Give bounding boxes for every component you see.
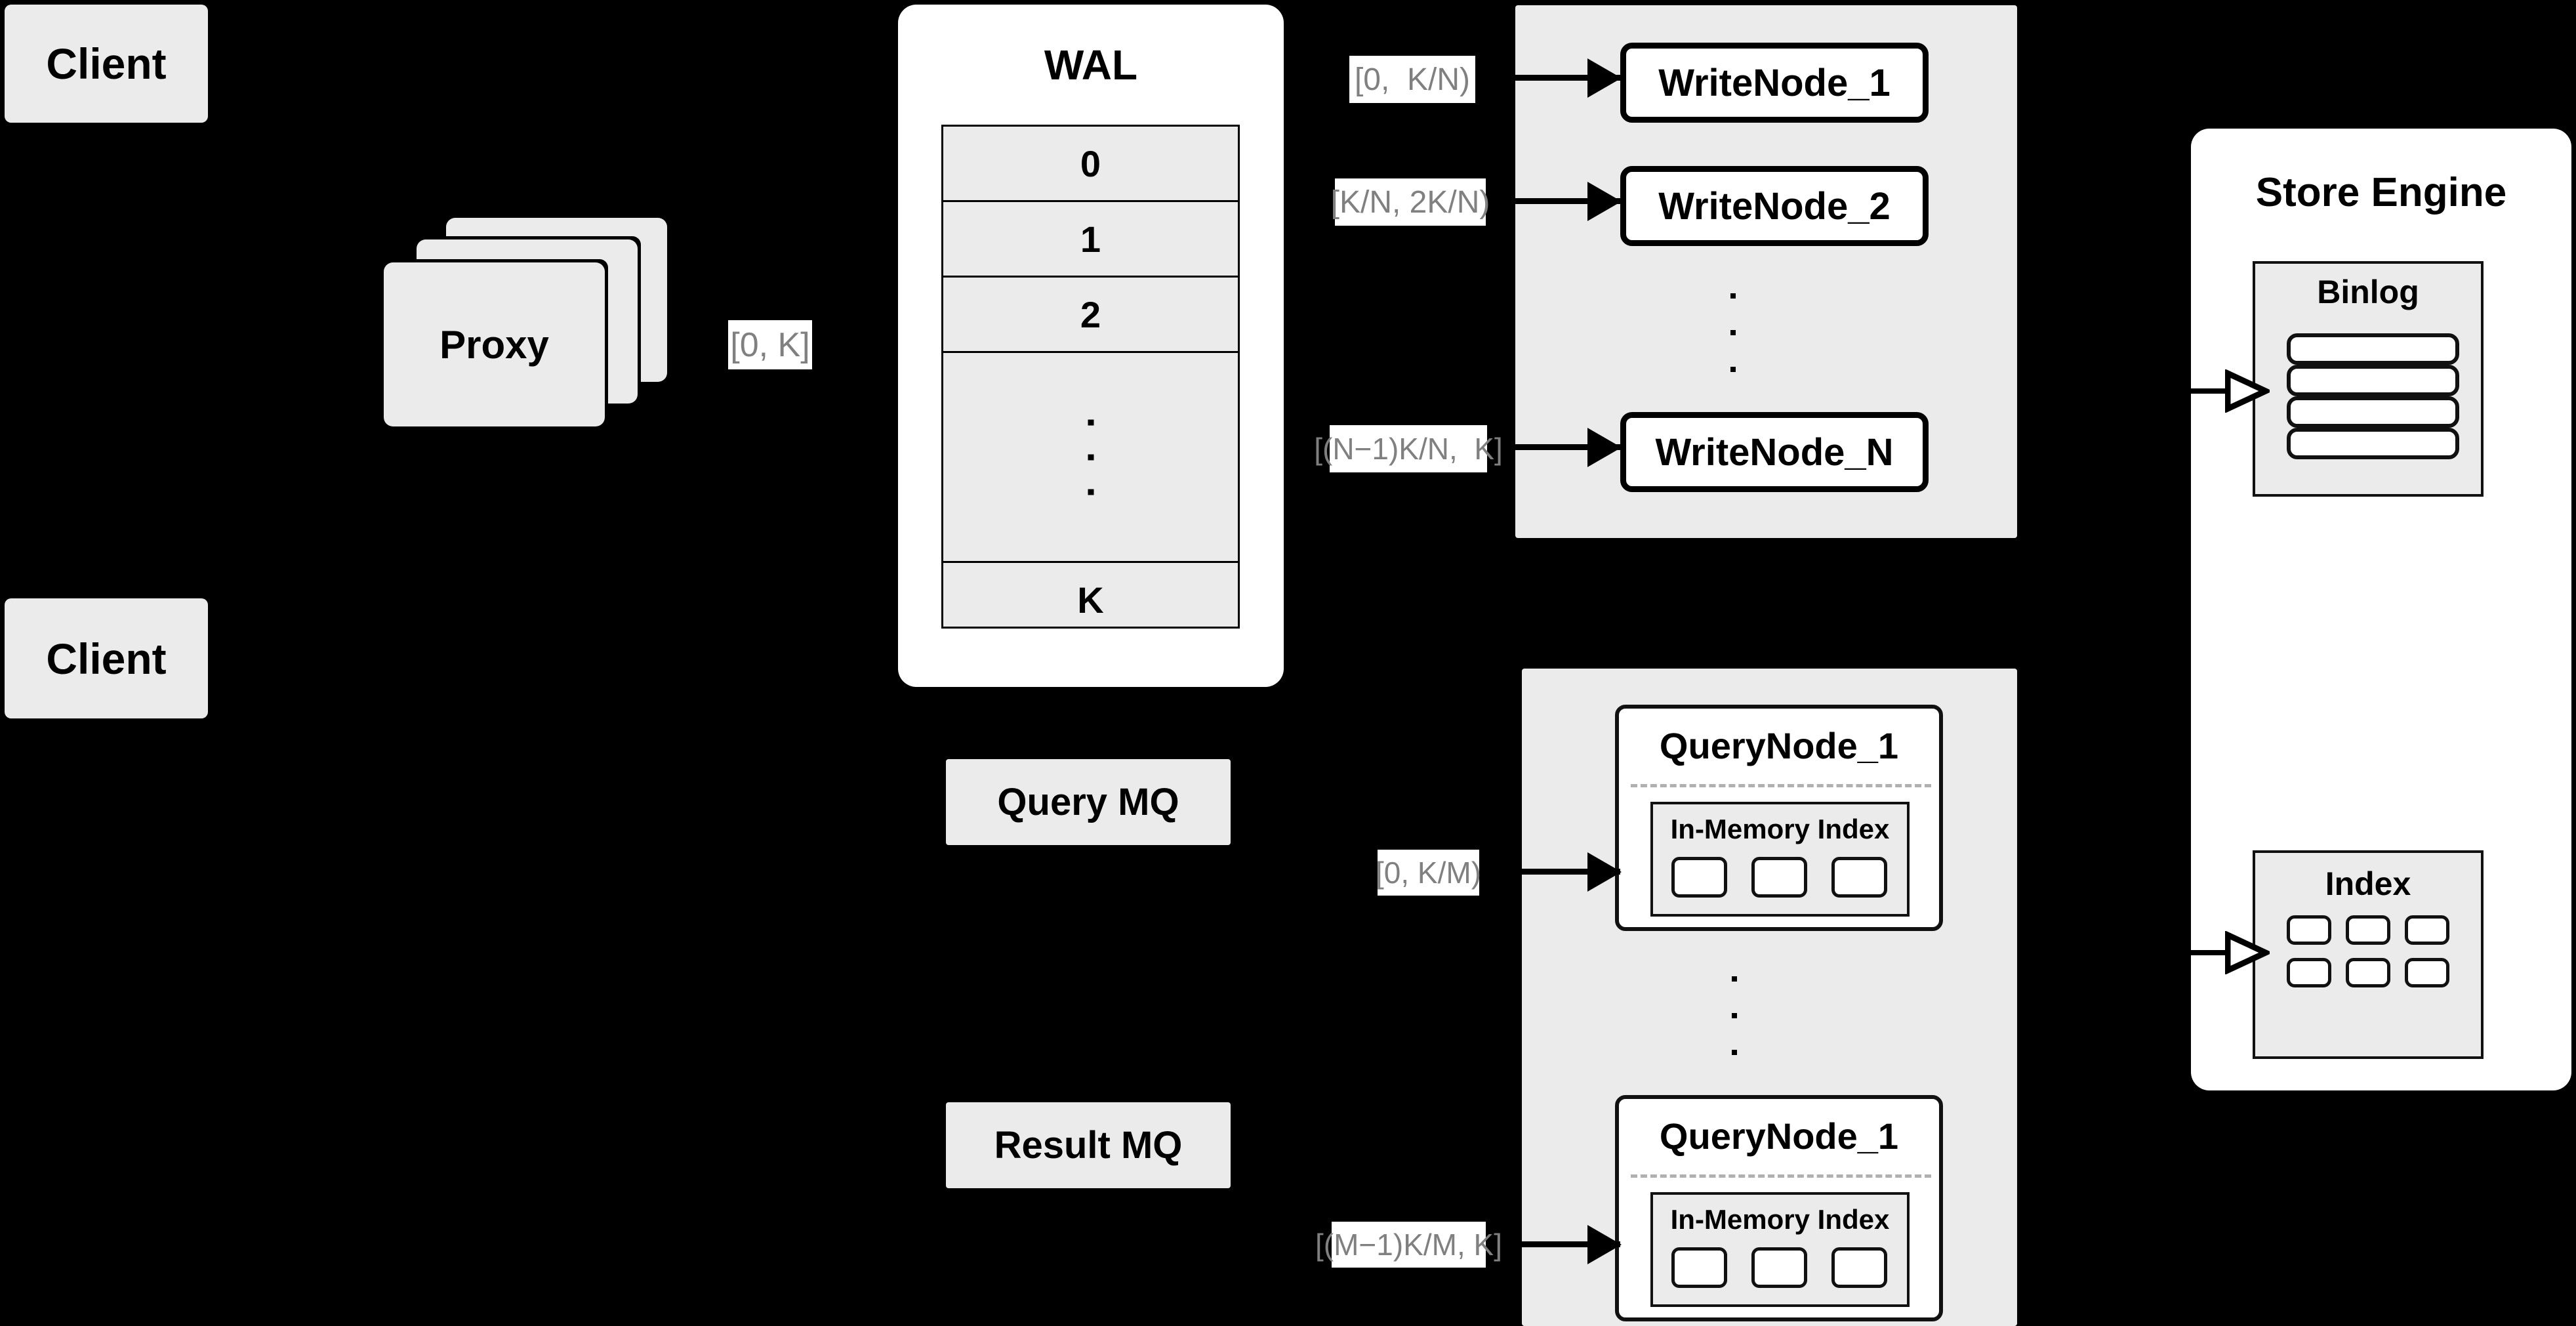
- edge-label-text: [0, K/N): [1354, 62, 1471, 97]
- edge-label-text: [0, K/M): [1375, 856, 1482, 890]
- query-node-m[interactable]: QueryNode_1 In-Memory Index: [1615, 1095, 1943, 1321]
- index-cell: [1751, 1247, 1807, 1288]
- in-memory-index-1: In-Memory Index: [1650, 802, 1910, 917]
- wal-row-ellipsis: [943, 353, 1238, 563]
- arrow-head-query-node-m: [1587, 1225, 1622, 1264]
- edge-label-text: [(N−1)K/N, K]: [1314, 432, 1503, 466]
- query-node-1-separator: [1631, 784, 1931, 787]
- arrow-head-open-binlog: [2225, 369, 2270, 413]
- index-cell: [1831, 1247, 1887, 1288]
- arrow-head-write-node-2: [1587, 182, 1622, 221]
- index-cell: [2346, 958, 2390, 987]
- arrow-head-open-index: [2225, 931, 2270, 974]
- query-node-panel: QueryNode_1 In-Memory Index QueryNode_1 …: [1522, 669, 2017, 1326]
- wal-row-label-1: 1: [1080, 218, 1101, 260]
- client-box-2[interactable]: Client: [5, 598, 208, 718]
- binlog-box[interactable]: Binlog: [2253, 261, 2484, 497]
- arrow-line-write-node-2: [1515, 198, 1620, 204]
- wal-title: WAL: [1044, 41, 1138, 89]
- binlog-bar: [2287, 396, 2459, 428]
- index-cell: [1831, 857, 1887, 898]
- client-label-2: Client: [46, 634, 167, 683]
- write-node-n-label: WriteNode_N: [1655, 430, 1894, 474]
- in-memory-index-1-title: In-Memory Index: [1670, 814, 1890, 844]
- index-cell: [2346, 915, 2390, 945]
- wal-row-k: K: [943, 563, 1238, 637]
- index-cell: [1671, 1247, 1727, 1288]
- edge-label-query-node-1: [0, K/M): [1375, 850, 1482, 896]
- arrow-head-write-node-n: [1587, 428, 1622, 467]
- write-node-1[interactable]: WriteNode_1: [1620, 43, 1929, 123]
- index-cell: [2287, 915, 2331, 945]
- index-cell: [1751, 857, 1807, 898]
- query-node-vertical-dots-icon: [1732, 961, 1737, 1071]
- wal-row-0: 0: [943, 127, 1238, 202]
- query-node-1[interactable]: QueryNode_1 In-Memory Index: [1615, 705, 1943, 931]
- store-engine-title: Store Engine: [2255, 170, 2507, 215]
- wal-row-1: 1: [943, 202, 1238, 278]
- index-title: Index: [2325, 865, 2411, 902]
- edge-label-write-node-2: [K/N, 2K/N): [1331, 178, 1490, 226]
- write-node-2-label: WriteNode_2: [1658, 184, 1891, 228]
- binlog-bar: [2287, 428, 2459, 459]
- wal-table: 0 1 2 K: [941, 125, 1240, 629]
- edge-label-text: [(M−1)K/M, K]: [1315, 1228, 1502, 1262]
- wal-row-2: 2: [943, 278, 1238, 353]
- query-node-1-title: QueryNode_1: [1659, 725, 1899, 766]
- wal-vertical-dots-icon: [1088, 405, 1094, 509]
- in-memory-index-2: In-Memory Index: [1650, 1192, 1910, 1307]
- edge-label-query-node-m: [(M−1)K/M, K]: [1315, 1222, 1502, 1268]
- index-cell: [2405, 958, 2449, 987]
- client-box-1[interactable]: Client: [5, 5, 208, 123]
- index-cell: [2287, 958, 2331, 987]
- write-node-vertical-dots-icon: [1730, 278, 1736, 388]
- edge-label-text: [K/N, 2K/N): [1330, 184, 1490, 220]
- edge-label-write-node-1: [0, K/N): [1349, 56, 1475, 103]
- arrow-line-query-node-m: [1522, 1241, 1620, 1247]
- arrow-line-binlog: [2191, 388, 2233, 394]
- edge-label-proxy-to-wal: [0, K]: [728, 320, 812, 369]
- edge-label-write-node-n: [(N−1)K/N, K]: [1314, 425, 1503, 472]
- result-mq-label: Result MQ: [994, 1124, 1183, 1167]
- wal-row-label-2: 2: [1080, 293, 1101, 335]
- query-node-m-title: QueryNode_1: [1659, 1115, 1899, 1157]
- edge-label-text: [0, K]: [730, 325, 810, 364]
- in-memory-index-2-title: In-Memory Index: [1670, 1204, 1890, 1235]
- wal-panel: WAL 0 1 2 K: [898, 5, 1284, 687]
- binlog-bar: [2287, 333, 2459, 365]
- binlog-bar: [2287, 365, 2459, 396]
- write-node-1-label: WriteNode_1: [1658, 61, 1891, 104]
- write-node-n[interactable]: WriteNode_N: [1620, 412, 1929, 492]
- index-cell: [2405, 915, 2449, 945]
- arrow-head-write-node-1: [1587, 58, 1622, 98]
- query-mq-label: Query MQ: [997, 781, 1179, 823]
- arrow-line-index: [2191, 950, 2233, 955]
- arrow-line-query-node-1: [1522, 869, 1620, 875]
- wal-row-label-0: 0: [1080, 142, 1101, 184]
- index-cell: [1671, 857, 1727, 898]
- query-mq-box[interactable]: Query MQ: [946, 759, 1231, 845]
- result-mq-box[interactable]: Result MQ: [946, 1102, 1231, 1188]
- proxy-label: Proxy: [440, 322, 549, 367]
- write-node-2[interactable]: WriteNode_2: [1620, 166, 1929, 246]
- client-label-1: Client: [46, 39, 167, 88]
- arrow-line-write-node-1: [1515, 75, 1620, 81]
- proxy-card-front[interactable]: Proxy: [384, 262, 605, 426]
- query-node-m-separator: [1631, 1174, 1931, 1178]
- arrow-line-write-node-n: [1515, 444, 1620, 450]
- wal-row-label-k: K: [1077, 579, 1104, 621]
- binlog-title: Binlog: [2317, 274, 2419, 310]
- index-box[interactable]: Index: [2253, 850, 2484, 1059]
- arrow-head-query-node-1: [1587, 852, 1622, 892]
- store-engine-panel: Store Engine Binlog Index: [2191, 129, 2571, 1090]
